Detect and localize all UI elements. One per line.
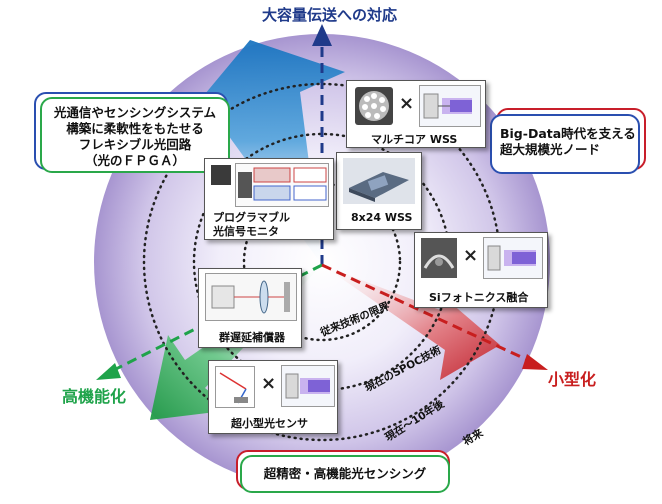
axis-arrowhead-top — [312, 24, 332, 46]
dispersion-label: 群遅延補償器 — [219, 331, 285, 344]
sensor-setup-image — [215, 366, 255, 408]
tech-card-siphotonics: × Siフォトニクス融合 — [414, 232, 548, 308]
programmable-device-image — [235, 163, 329, 207]
multicore-label: マルチコア WSS — [371, 133, 458, 146]
axis-label-top: 大容量伝送への対応 — [262, 6, 398, 24]
multicore-fiber-image — [355, 87, 393, 125]
sensor-device-image — [281, 365, 335, 407]
tech-card-multicore: × マルチコア WSS — [346, 80, 486, 148]
tech-card-sensor: × 超小型光センサ — [208, 360, 338, 434]
callout-sensing-text: 超精密・高機能光センシング — [263, 466, 427, 481]
axis-arrowhead-left — [96, 363, 121, 380]
programmable-chip-image — [211, 165, 231, 185]
callout-fpga-line-3: フレキシブル光回路 — [78, 137, 192, 152]
programmable-label-1: プログラマブル — [213, 211, 290, 224]
callout-bigdata: Big-Data時代を支える 超大規模光ノード — [490, 114, 640, 174]
axis-line-right — [321, 263, 533, 364]
siphotonics-chip-image — [421, 238, 457, 278]
axis-label-left: 高機能化 — [62, 387, 127, 406]
multicore-times-symbol: × — [399, 93, 415, 114]
programmable-label-2: 光信号モニタ — [213, 225, 279, 238]
siphotonics-device-image — [483, 237, 543, 279]
dispersion-device-image — [205, 273, 297, 321]
sensor-label: 超小型光センサ — [231, 417, 308, 430]
callout-bigdata-line-2: 超大規模光ノード — [500, 142, 601, 157]
red-arrow-shape — [322, 265, 500, 380]
sensor-times-symbol: × — [261, 373, 277, 394]
axis-arrowhead-right — [522, 354, 548, 370]
callout-fpga: 光通信やセンシングシステム 構築に柔軟性をもたせる フレキシブル光回路 （光のＦ… — [40, 97, 230, 173]
axis-label-right: 小型化 — [548, 370, 597, 389]
wss8x24-image — [343, 158, 415, 204]
multicore-device-image — [419, 85, 481, 127]
callout-fpga-line-4: （光のＦＰＧＡ） — [84, 153, 185, 168]
tech-card-dispersion: 群遅延補償器 — [198, 268, 302, 348]
siphotonics-label: Siフォトニクス融合 — [429, 291, 529, 304]
siphotonics-times-symbol: × — [463, 245, 479, 266]
tech-card-wss8x24: 8x24 WSS — [336, 152, 422, 230]
callout-fpga-line-2: 構築に柔軟性をもたせる — [66, 121, 204, 136]
callout-sensing: 超精密・高機能光センシング — [240, 455, 450, 493]
tech-card-programmable: プログラマブル 光信号モニタ — [204, 158, 334, 240]
wss8x24-label: 8x24 WSS — [351, 211, 413, 224]
callout-fpga-line-1: 光通信やセンシングシステム — [53, 105, 217, 120]
callout-bigdata-line-1: Big-Data時代を支える — [500, 126, 636, 141]
